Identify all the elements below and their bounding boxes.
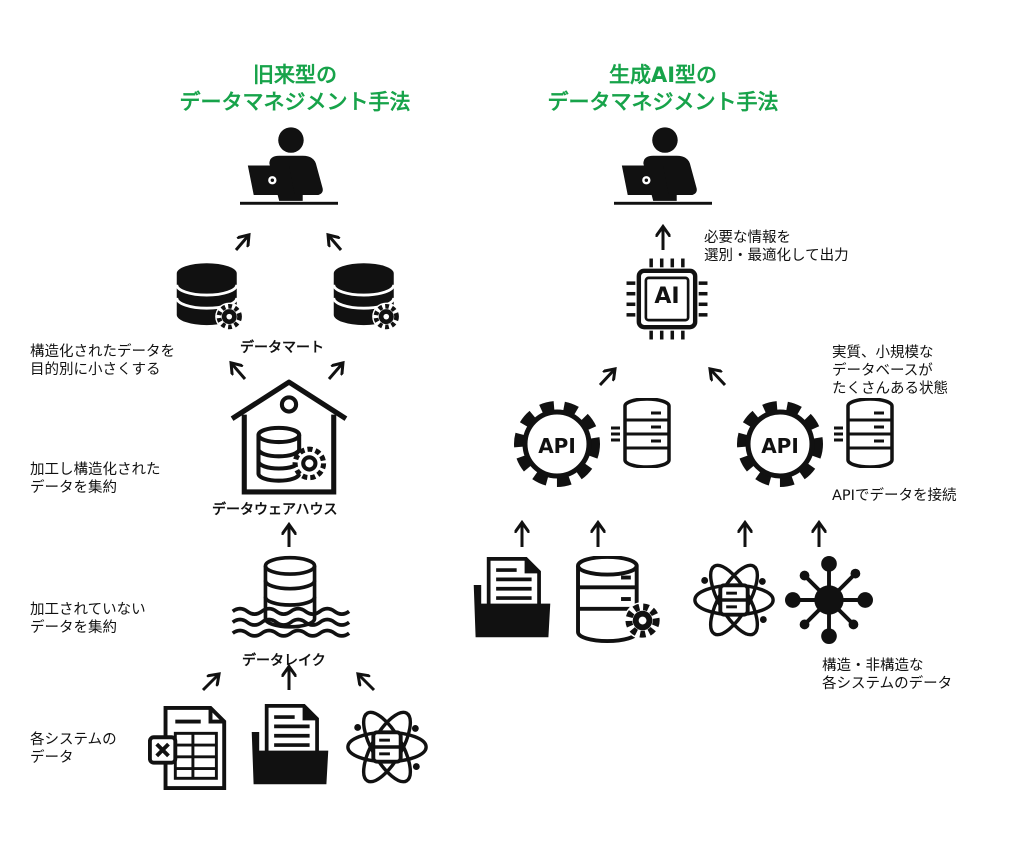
lake-note-line1: 加工されていない <box>30 602 146 618</box>
left-title-line2: データマネジメント手法 <box>179 90 411 114</box>
ai-note-line2: 選別・最適化して出力 <box>704 248 849 264</box>
left-sources-note-line2: データ <box>30 750 74 766</box>
arrow-icon <box>711 370 727 387</box>
lake-note-line2: データを集約 <box>30 620 117 636</box>
arrow-icon <box>359 675 376 692</box>
lake-note: 加工されていない データを集約 <box>30 601 146 637</box>
left-title-line1: 旧来型の <box>253 63 337 87</box>
right-sources-note-line1: 構造・非構造な <box>822 658 924 674</box>
left-title: 旧来型の データマネジメント手法 <box>150 62 440 116</box>
ai-chip-label: AI <box>654 284 680 309</box>
left-sources-note: 各システムの データ <box>30 731 117 767</box>
api-label: API <box>761 434 799 458</box>
api-note-text: APIでデータを接続 <box>832 488 957 504</box>
small-db-note-line1: 実質、小規模な <box>832 345 934 361</box>
warehouse-label: データウェアハウス <box>212 502 338 518</box>
api-note: APIでデータを接続 <box>832 487 956 505</box>
data-mart-label: データマート <box>240 340 324 356</box>
small-db-note-line2: データベースが <box>832 363 933 379</box>
lake-label: データレイク <box>242 653 326 669</box>
arrow-icon <box>327 364 342 380</box>
right-title: 生成AI型の データマネジメント手法 <box>518 62 808 116</box>
ai-note-line1: 必要な情報を <box>704 230 791 246</box>
data-mart-note-line1: 構造化されたデータを <box>30 344 175 360</box>
warehouse-note-line2: データを集約 <box>30 480 117 496</box>
data-mart-note: 構造化されたデータを 目的別に小さくする <box>30 343 175 379</box>
right-sources-note: 構造・非構造な 各システムのデータ <box>822 657 952 693</box>
warehouse-note: 加工し構造化された データを集約 <box>30 461 161 497</box>
right-title-line1: 生成AI型の <box>608 63 718 87</box>
right-sources-note-line2: 各システムのデータ <box>822 676 953 692</box>
data-mart-note-line2: 目的別に小さくする <box>30 362 161 378</box>
warehouse-note-line1: 加工し構造化された <box>30 462 161 478</box>
arrow-icon <box>598 370 614 387</box>
arrow-icon <box>232 364 247 380</box>
api-label: API <box>538 434 576 458</box>
left-sources-note-line1: 各システムの <box>30 732 117 748</box>
arrow-icon <box>201 675 218 692</box>
small-db-note: 実質、小規模な データベースが たくさんある状態 <box>832 344 948 398</box>
arrow-icon <box>329 236 343 251</box>
ai-note: 必要な情報を 選別・最適化して出力 <box>704 229 849 265</box>
arrow-icon <box>234 236 248 251</box>
right-title-line2: データマネジメント手法 <box>547 90 779 114</box>
small-db-note-line3: たくさんある状態 <box>832 381 948 397</box>
